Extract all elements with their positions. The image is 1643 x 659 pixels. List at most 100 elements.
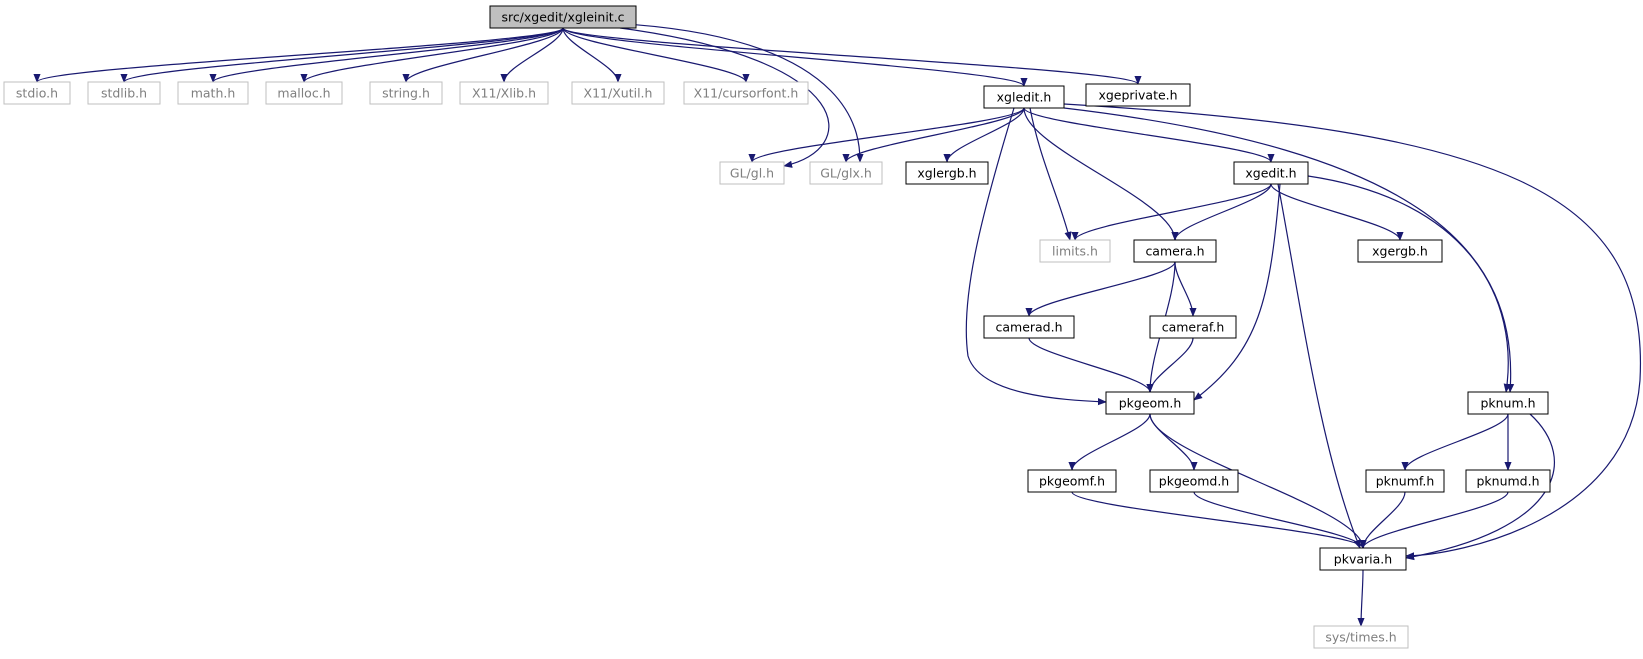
node-box-systimes [1313, 625, 1409, 649]
edge-pknum-to-pknumf [1401, 413, 1509, 471]
edge-xgledit-to-limits [1029, 107, 1072, 241]
node-pkvaria[interactable]: pkvaria.h [1319, 547, 1407, 571]
node-box-math [177, 81, 249, 105]
node-xglergb[interactable]: xglergb.h [905, 161, 989, 185]
node-label-xgergb: xgergb.h [1372, 244, 1428, 259]
node-glx: GL/glx.h [809, 161, 883, 185]
node-camera[interactable]: camera.h [1133, 239, 1217, 263]
node-box-stdlib [87, 81, 161, 105]
node-label-pkgeomf: pkgeomf.h [1039, 474, 1105, 489]
node-pkgeomd[interactable]: pkgeomd.h [1149, 469, 1239, 493]
node-stdlib: stdlib.h [87, 81, 161, 105]
node-xgergb[interactable]: xgergb.h [1357, 239, 1443, 263]
node-pkgeom[interactable]: pkgeom.h [1105, 391, 1195, 415]
edge-xgedit-to-pkvaria [1277, 183, 1361, 549]
edge-cameraf-to-pkgeom [1146, 337, 1194, 393]
node-box-xgledit [983, 85, 1065, 109]
node-xutil: X11/Xutil.h [571, 81, 665, 105]
node-label-xgedit: xgedit.h [1245, 166, 1296, 181]
edge-root-to-xutil [562, 27, 622, 83]
node-box-xutil [571, 81, 665, 105]
node-xgeprivate[interactable]: xgeprivate.h [1085, 83, 1191, 107]
node-label-xlib: X11/Xlib.h [472, 86, 536, 101]
node-box-camera [1133, 239, 1217, 263]
node-camerad[interactable]: camerad.h [983, 315, 1075, 339]
node-gl: GL/gl.h [719, 161, 785, 185]
node-box-xgeprivate [1085, 83, 1191, 107]
edge-root-to-math [209, 27, 564, 83]
edge-xgledit-to-pkvaria [1063, 103, 1642, 560]
node-box-pknumd [1465, 469, 1551, 493]
node-label-pknumf: pknumf.h [1376, 474, 1435, 489]
node-box-pkgeomf [1027, 469, 1117, 493]
node-label-xutil: X11/Xutil.h [584, 86, 653, 101]
edge-xgedit-to-xgergb [1270, 183, 1404, 241]
edge-xgedit-to-pknum [1307, 175, 1511, 393]
node-box-xgedit [1233, 161, 1309, 185]
node-xgedit[interactable]: xgedit.h [1233, 161, 1309, 185]
node-label-camera: camera.h [1145, 244, 1204, 259]
node-string: string.h [369, 81, 443, 105]
edge-root-to-string [402, 27, 564, 83]
node-box-xgergb [1357, 239, 1443, 263]
edge-xgledit-to-glx [842, 107, 1025, 163]
edge-root-to-stdlib [120, 27, 564, 83]
edge-root-to-gl [619, 27, 830, 168]
node-label-pknum: pknum.h [1480, 396, 1535, 411]
edge-pkgeom-to-pkgeomd [1149, 413, 1198, 471]
node-box-cameraf [1149, 315, 1237, 339]
node-malloc: malloc.h [265, 81, 343, 105]
node-limits: limits.h [1039, 239, 1111, 263]
edge-pknumd-to-pkvaria [1359, 491, 1509, 549]
node-pknum[interactable]: pknum.h [1467, 391, 1549, 415]
edge-pkgeom-to-pkgeomf [1068, 413, 1151, 471]
node-label-pknumd: pknumd.h [1476, 474, 1539, 489]
node-label-xgeprivate: xgeprivate.h [1098, 88, 1177, 103]
node-box-root [489, 5, 637, 29]
node-pknumd[interactable]: pknumd.h [1465, 469, 1551, 493]
edge-pkvaria-to-systimes [1357, 569, 1365, 627]
node-cameraf[interactable]: cameraf.h [1149, 315, 1237, 339]
edge-camera-to-camerad [1025, 261, 1176, 317]
edge-xgedit-to-camera [1171, 183, 1272, 241]
node-root[interactable]: src/xgedit/xgleinit.c [489, 5, 637, 29]
node-box-malloc [265, 81, 343, 105]
edge-root-to-xlib [500, 27, 564, 83]
node-xgledit[interactable]: xgledit.h [983, 85, 1065, 109]
edge-camerad-to-pkgeom [1028, 337, 1154, 393]
edge-xgledit-to-xglergb [943, 107, 1025, 163]
node-stdio: stdio.h [3, 81, 71, 105]
node-label-stdio: stdio.h [16, 86, 58, 101]
node-pknumf[interactable]: pknumf.h [1365, 469, 1445, 493]
node-label-gl: GL/gl.h [730, 166, 774, 181]
node-box-xglergb [905, 161, 989, 185]
node-pkgeomf[interactable]: pkgeomf.h [1027, 469, 1117, 493]
node-label-systimes: sys/times.h [1325, 630, 1396, 645]
node-xlib: X11/Xlib.h [459, 81, 549, 105]
edge-xgledit-to-pkgeom [965, 107, 1107, 406]
edge-root-to-xgeprivate [562, 27, 1142, 85]
edges [33, 23, 1642, 627]
node-systimes: sys/times.h [1313, 625, 1409, 649]
node-box-limits [1039, 239, 1111, 263]
edge-pknum-to-pkvaria [1405, 413, 1555, 561]
node-label-camerad: camerad.h [995, 320, 1062, 335]
node-label-cameraf: cameraf.h [1162, 320, 1225, 335]
node-box-pknumf [1365, 469, 1445, 493]
node-label-stdlib: stdlib.h [101, 86, 147, 101]
node-box-pkvaria [1319, 547, 1407, 571]
edge-root-to-xgledit [562, 27, 1028, 87]
node-cursorfont: X11/cursorfont.h [683, 81, 809, 105]
node-box-camerad [983, 315, 1075, 339]
edge-xgledit-to-gl [748, 107, 1025, 163]
edge-pknumf-to-pkvaria [1359, 491, 1406, 549]
node-box-cursorfont [683, 81, 809, 105]
node-label-xglergb: xglergb.h [917, 166, 976, 181]
node-label-pkgeomd: pkgeomd.h [1159, 474, 1229, 489]
node-label-pkgeom: pkgeom.h [1119, 396, 1182, 411]
node-label-xgledit: xgledit.h [997, 90, 1052, 105]
node-label-limits: limits.h [1052, 244, 1098, 259]
edge-xgledit-to-camera [1023, 107, 1179, 241]
node-box-gl [719, 161, 785, 185]
